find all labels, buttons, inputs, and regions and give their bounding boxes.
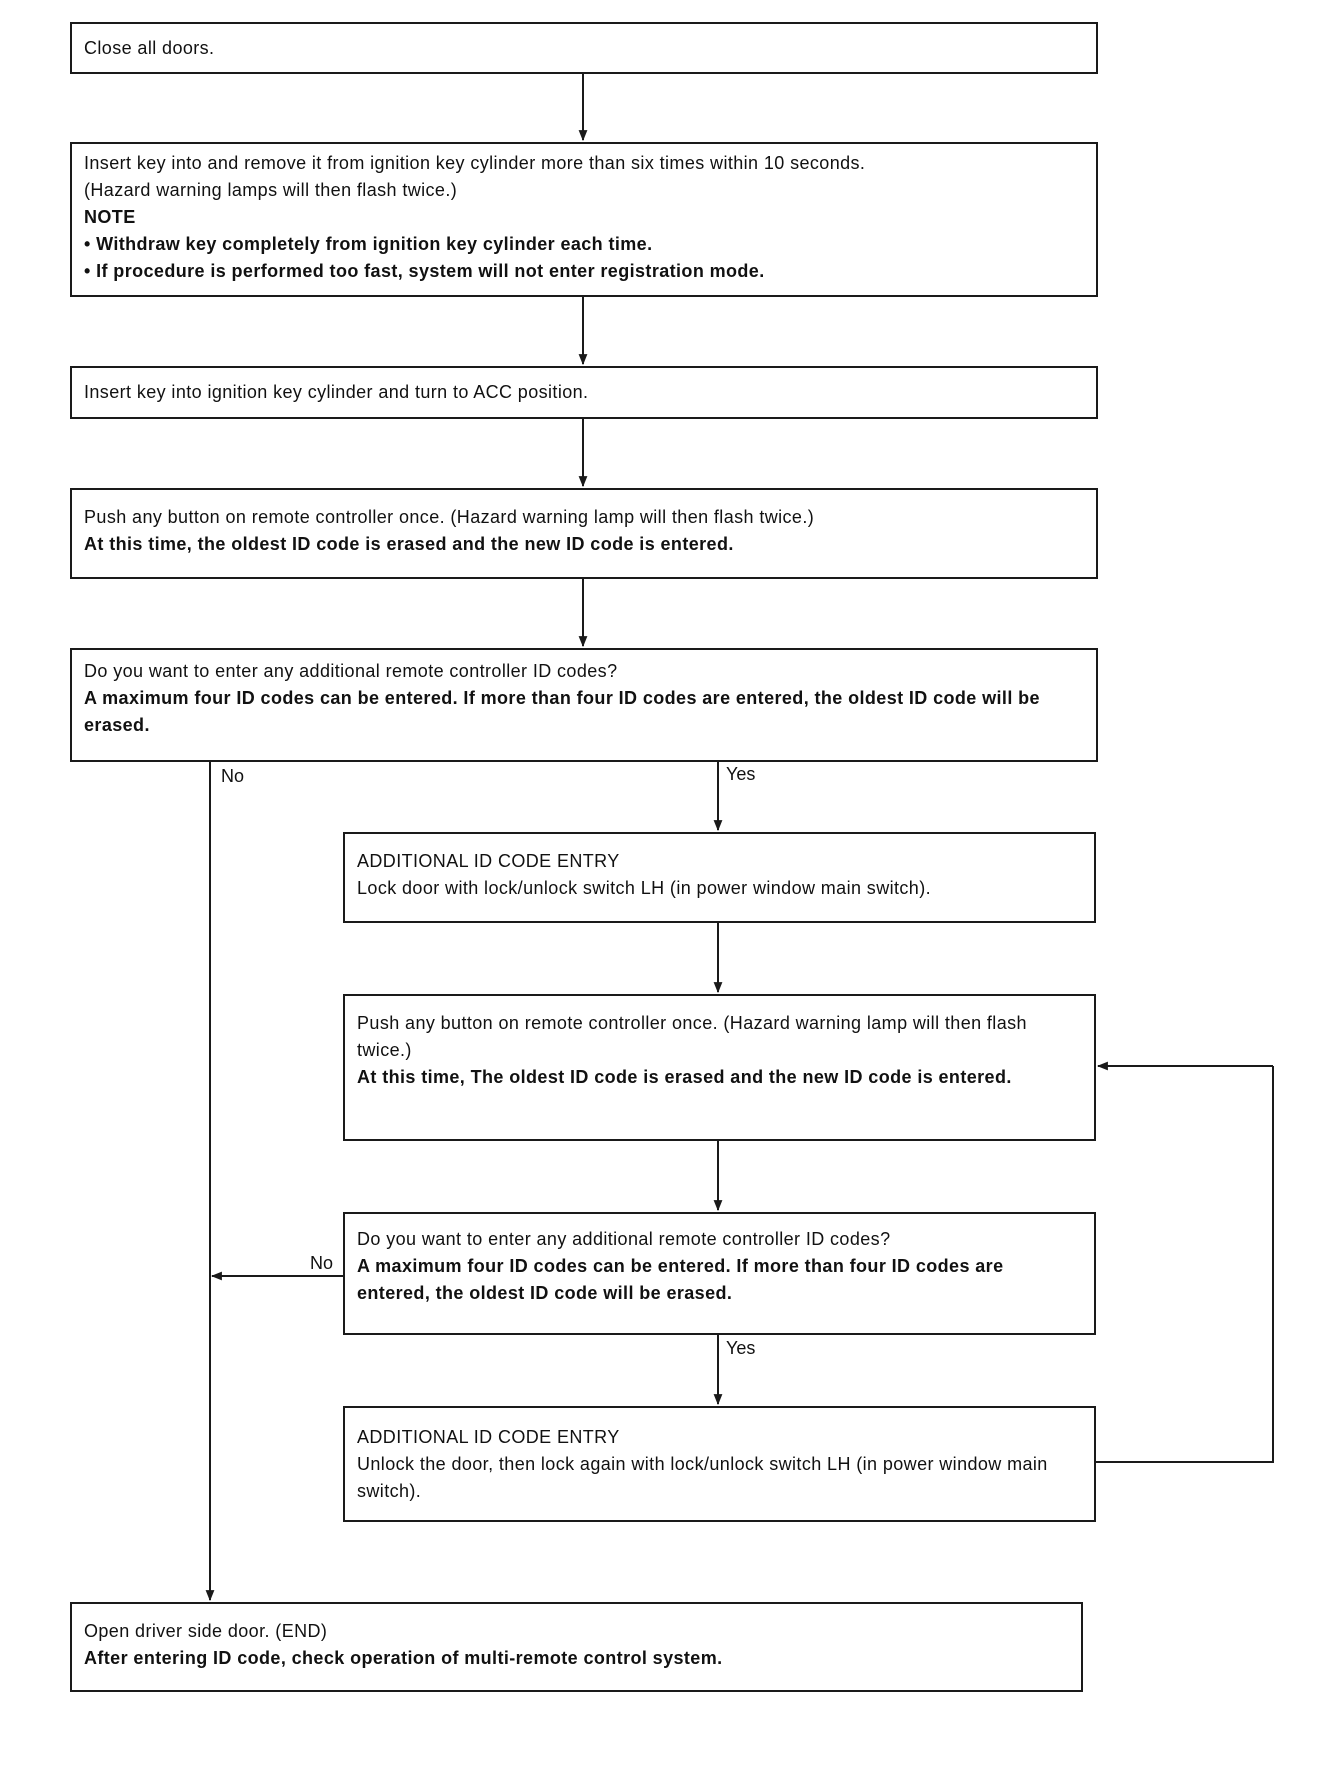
label-no-first: No xyxy=(221,766,245,786)
push-second-line1: Push any button on remote controller onc… xyxy=(357,1013,1027,1060)
step-additional-entry-lock: ADDITIONAL ID CODE ENTRY Lock door with … xyxy=(343,832,1096,923)
end-line1: Open driver side door. (END) xyxy=(84,1621,328,1641)
note-item-2: • If procedure is performed too fast, sy… xyxy=(84,261,765,281)
decision-second-question: Do you want to enter any additional remo… xyxy=(357,1229,891,1249)
entry-unlock-text: Unlock the door, then lock again with lo… xyxy=(357,1454,1048,1501)
step-insert-acc-text: Insert key into ignition key cylinder an… xyxy=(84,382,589,402)
label-yes-second: Yes xyxy=(726,1338,756,1358)
push-first-line1: Push any button on remote controller onc… xyxy=(84,507,815,527)
step-insert-acc: Insert key into ignition key cylinder an… xyxy=(70,366,1098,419)
step-insert-remove-key: Insert key into and remove it from ignit… xyxy=(70,142,1098,297)
step-push-button-second: Push any button on remote controller onc… xyxy=(343,994,1096,1141)
insert-remove-line1: Insert key into and remove it from ignit… xyxy=(84,153,866,173)
decision-first-bold: A maximum four ID codes can be entered. … xyxy=(84,688,1040,735)
push-first-bold: At this time, the oldest ID code is eras… xyxy=(84,534,734,554)
step-close-doors: Close all doors. xyxy=(70,22,1098,74)
insert-remove-line2: (Hazard warning lamps will then flash tw… xyxy=(84,180,458,200)
step-push-button-first: Push any button on remote controller onc… xyxy=(70,488,1098,579)
label-no-second: No xyxy=(310,1253,334,1273)
decision-additional-codes-second: Do you want to enter any additional remo… xyxy=(343,1212,1096,1335)
push-second-bold: At this time, The oldest ID code is eras… xyxy=(357,1067,1012,1087)
note-item-1: • Withdraw key completely from ignition … xyxy=(84,234,653,254)
step-end: Open driver side door. (END) After enter… xyxy=(70,1602,1083,1692)
step-close-doors-text: Close all doors. xyxy=(84,38,215,58)
end-bold: After entering ID code, check operation … xyxy=(84,1648,723,1668)
entry-lock-text: Lock door with lock/unlock switch LH (in… xyxy=(357,878,932,898)
note-heading: NOTE xyxy=(84,207,136,227)
label-yes-first: Yes xyxy=(726,764,756,784)
step-additional-entry-unlock: ADDITIONAL ID CODE ENTRY Unlock the door… xyxy=(343,1406,1096,1522)
decision-second-bold: A maximum four ID codes can be entered. … xyxy=(357,1256,1004,1303)
entry-lock-title: ADDITIONAL ID CODE ENTRY xyxy=(357,851,620,871)
loop-back-connector xyxy=(1096,1066,1274,1463)
decision-additional-codes-first: Do you want to enter any additional remo… xyxy=(70,648,1098,762)
decision-first-question: Do you want to enter any additional remo… xyxy=(84,661,618,681)
entry-unlock-title: ADDITIONAL ID CODE ENTRY xyxy=(357,1427,620,1447)
